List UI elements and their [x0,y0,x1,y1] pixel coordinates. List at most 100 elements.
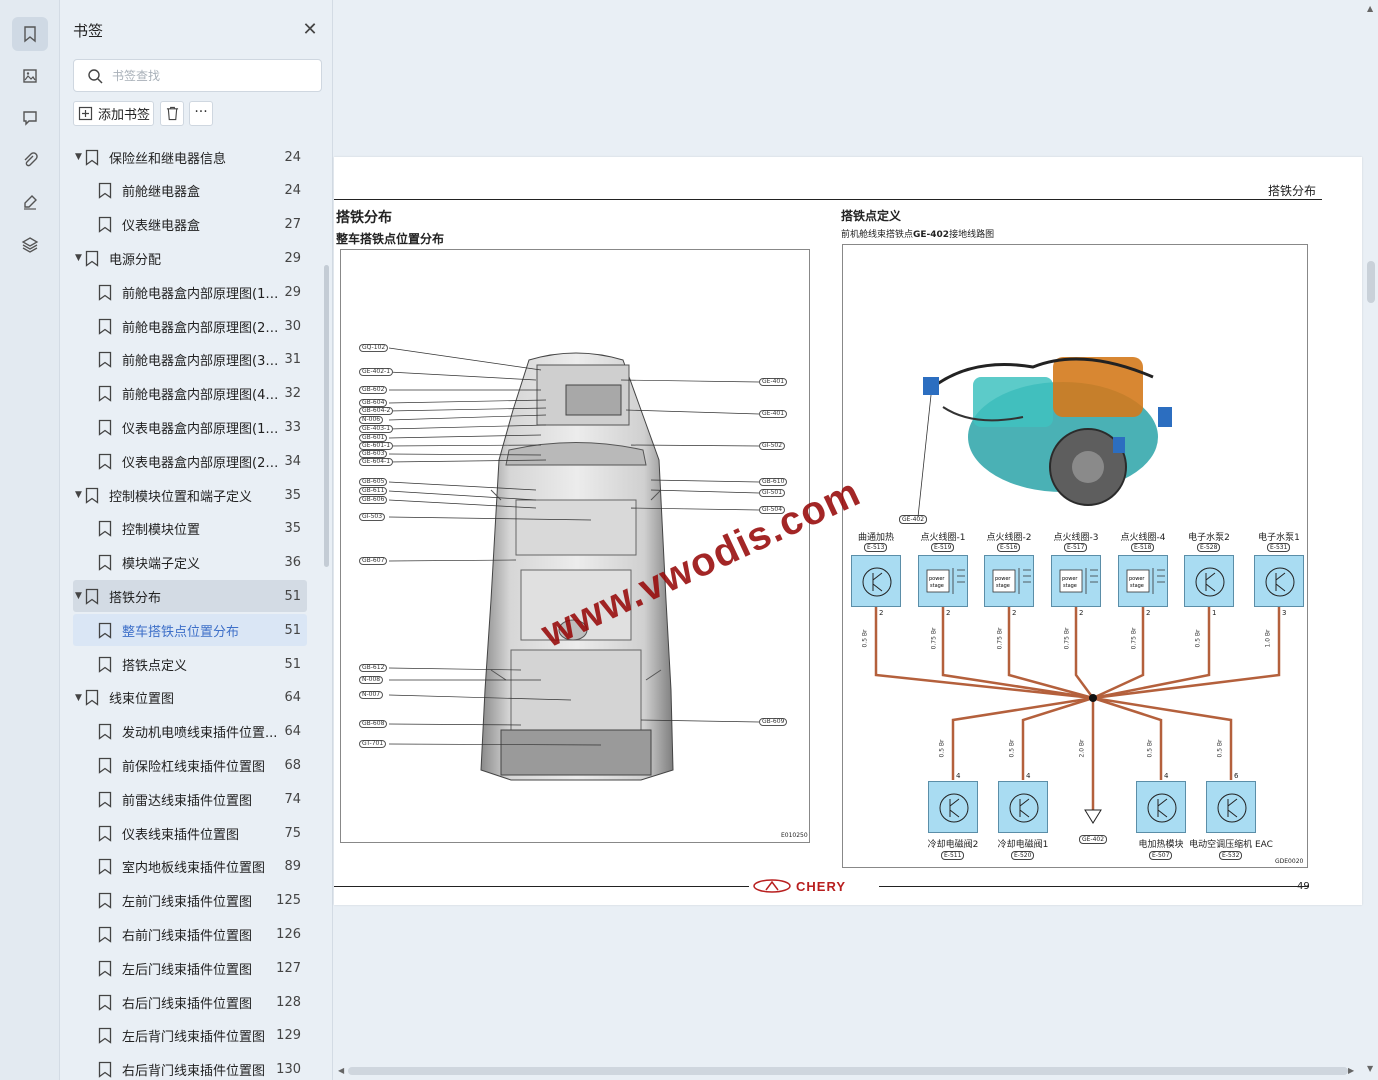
comment-icon[interactable] [12,101,48,135]
bookmark-item[interactable]: 整车搭铁点位置分布 51 [73,614,307,647]
bookmark-item[interactable]: 前舱电器盒内部原理图(4/...32 [73,378,307,410]
add-bookmark-button[interactable]: 添加书签 [73,101,154,126]
ground-point-callout: GB-606 [359,496,388,504]
pin-number: 6 [1234,772,1239,780]
bookmark-label: 仪表电器盒内部原理图(1/... [122,421,282,437]
add-bookmark-icon [78,106,93,121]
bookmark-page-number: 24 [284,149,301,165]
ground-point-callout: GB-602 [359,386,388,394]
search-input[interactable] [112,66,312,86]
layers-icon[interactable] [12,228,48,262]
component-name: 点火线圈-3 [1053,533,1099,543]
bookmark-panel: 书签 ✕ 添加书签 ··· ▼保险丝和继电器信息24前舱继电器盒24仪表继电器盒… [60,0,333,1080]
header-rule [334,199,1322,200]
bookmark-label: 前舱电器盒内部原理图(3/... [122,354,282,370]
expand-caret-icon[interactable]: ▼ [75,490,82,500]
component-box [998,781,1048,833]
expand-caret-icon[interactable]: ▼ [75,152,82,162]
bookmark-item[interactable]: 发动机电喷线束插件位置...64 [73,716,307,748]
bookmark-label: 前舱继电器盒 [122,185,201,201]
callout-leader-line [625,409,760,415]
bookmark-item[interactable]: 前舱电器盒内部原理图(1/...29 [73,276,307,308]
bookmark-page-number: 126 [276,926,301,942]
connector-code: E-511 [941,851,965,860]
horizontal-scroll-thumb[interactable] [348,1067,1348,1075]
callout-leader-line [388,490,537,501]
expand-caret-icon[interactable]: ▼ [75,253,82,264]
bookmark-search[interactable] [73,59,322,92]
bookmark-icon [98,859,112,876]
scroll-down-arrow[interactable]: ▼ [1367,1064,1374,1073]
bookmark-item[interactable]: 前舱继电器盒 24 [73,175,307,207]
bookmark-icon[interactable] [12,17,48,51]
delete-bookmark-button[interactable] [160,101,184,126]
bookmark-page-number: 51 [284,656,301,672]
pin-number: 2 [1146,609,1151,617]
search-icon [88,69,103,84]
wire-spec: 0.75 Br [996,627,1004,650]
wire-spec: 0.75 Br [930,627,938,650]
signature-icon[interactable] [12,185,48,219]
bookmark-label: 前舱电器盒内部原理图(1/... [122,286,282,302]
attachment-icon[interactable] [12,143,48,177]
component-box [1184,555,1234,607]
close-icon[interactable]: ✕ [302,19,318,40]
bookmark-item[interactable]: 前舱电器盒内部原理图(2/...30 [73,310,307,342]
vertical-scroll-thumb[interactable] [1367,261,1375,303]
add-bookmark-label: 添加书签 [98,108,151,123]
bookmark-page-number: 34 [284,453,301,469]
bookmark-label: 前舱电器盒内部原理图(2/... [122,320,282,336]
scroll-up-arrow[interactable]: ▲ [1367,4,1374,13]
bookmark-page-number: 51 [284,622,301,638]
component-name: 冷却电磁阀2 [927,840,979,850]
callout-leader-line [388,559,517,562]
bookmark-icon [85,487,99,504]
bookmark-item[interactable]: 仪表电器盒内部原理图(1/...33 [73,411,307,443]
pin-number: 4 [956,772,961,780]
ground-wire [1092,607,1211,700]
expand-caret-icon[interactable]: ▼ [75,591,82,602]
component-box [1206,781,1256,833]
bookmark-page-number: 24 [284,183,301,199]
component-name: 点火线圈-1 [920,533,966,543]
bookmark-item[interactable]: 仪表电器盒内部原理图(2/...34 [73,445,307,477]
panel-scrollbar[interactable] [324,265,329,567]
right-section-title: 搭铁点定义 [841,209,902,223]
ground-symbol [1084,809,1102,824]
ground-point-callout: GE-601-1 [359,442,394,450]
more-options-button[interactable]: ··· [189,101,213,126]
splice-point [1089,694,1097,702]
scroll-right-arrow[interactable]: ▶ [1348,1066,1355,1075]
thumbnail-icon[interactable] [12,59,48,93]
scroll-left-arrow[interactable]: ◀ [338,1066,345,1075]
bookmark-item[interactable]: 前舱电器盒内部原理图(3/...31 [73,344,307,376]
bookmark-icon [98,994,112,1011]
bookmark-label: 控制模块位置和端子定义 [109,489,253,505]
bookmark-label: 整车搭铁点位置分布 [122,624,240,640]
bookmark-page-number: 31 [284,352,301,368]
ground-point-callout: GQ-102 [359,344,389,352]
bookmark-label: 前雷达线束插件位置图 [122,793,253,809]
pin-number: 1 [1212,609,1217,617]
right-figure-code: GDE0020 [1275,858,1304,865]
expand-caret-icon[interactable]: ▼ [75,692,82,703]
